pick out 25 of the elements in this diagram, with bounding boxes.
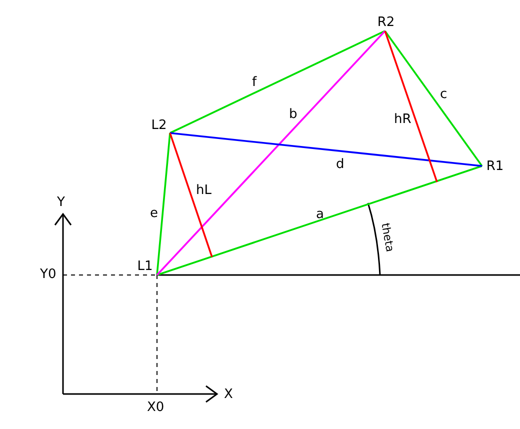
edge-line (170, 30, 386, 134)
edge-label: b (289, 108, 298, 121)
edge-line (384, 30, 483, 167)
edge-label: a (316, 208, 324, 221)
edge-label: c (440, 88, 448, 101)
axis-label: X (224, 388, 233, 401)
point-label: L1 (133, 258, 157, 275)
axis-label: Y0 (40, 268, 56, 281)
edge-line (156, 132, 171, 276)
edge-line (156, 165, 482, 276)
edge-label: f (252, 76, 257, 89)
edge-line (156, 30, 386, 276)
angle-label: theta (380, 222, 396, 253)
edge-label: hR (394, 113, 412, 126)
axis-label: Y (57, 196, 65, 209)
edge-label: e (150, 207, 158, 220)
point-label: L2 (148, 117, 170, 133)
point-label: R1 (482, 158, 508, 174)
point-label: R2 (373, 14, 399, 31)
axis-label: X0 (147, 401, 164, 414)
edge-label: hL (196, 184, 212, 197)
edge-label: d (336, 158, 344, 171)
edge-line (170, 132, 482, 167)
height-line (384, 30, 438, 182)
height-line (169, 132, 213, 258)
